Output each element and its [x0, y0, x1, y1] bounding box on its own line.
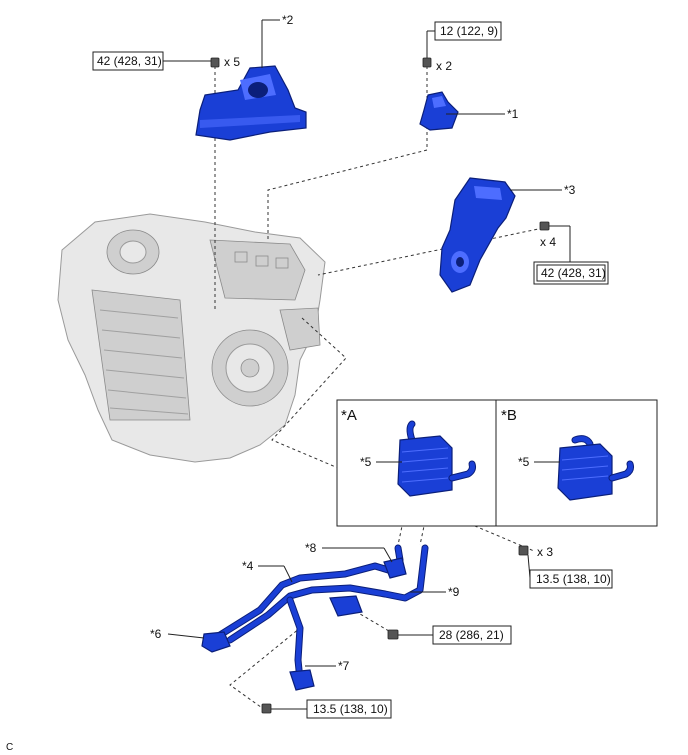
qty-top-right: x 2 — [436, 59, 452, 73]
qty-top-left: x 5 — [224, 55, 240, 69]
torque-pipe-mid: 28 (286, 21) — [439, 628, 504, 642]
part-label-6: *6 — [150, 627, 162, 641]
qty-pipe-right: x 3 — [537, 545, 553, 559]
torque-pipe-right: 13.5 (138, 10) — [536, 572, 611, 586]
bolt-icon — [210, 57, 220, 68]
part-label-8: *8 — [305, 541, 317, 555]
bolt-icon — [518, 545, 529, 556]
pipe-end-8 — [383, 557, 407, 579]
transaxle-assembly — [57, 213, 326, 463]
torque-top-right: 12 (122, 9) — [440, 24, 498, 38]
part-label-3: *3 — [564, 183, 576, 197]
oil-cooler-a-part — [397, 420, 476, 497]
pipe-clamp — [329, 595, 363, 617]
part-label-7: *7 — [338, 659, 350, 673]
pipe-end-7 — [289, 669, 315, 691]
bolt-icon — [387, 629, 399, 640]
oil-cooler-pipe-assembly — [201, 544, 429, 691]
bracket-part — [419, 91, 459, 131]
torque-mid-right: 42 (428, 31) — [541, 266, 606, 280]
pipe-end-6 — [201, 631, 231, 653]
part-label-2: *2 — [282, 13, 294, 27]
part-label-1: *1 — [507, 107, 519, 121]
oil-cooler-b-part — [557, 435, 634, 501]
torque-callouts: 42 (428, 31) x 5 12 (122, 9) x 2 x 4 42 … — [92, 21, 613, 719]
qty-mid-right: x 4 — [540, 235, 556, 249]
bolt-icon — [422, 57, 432, 68]
mounting-bracket-part — [439, 177, 516, 293]
bolt-icon — [539, 221, 550, 231]
corner-code: C — [6, 742, 13, 753]
part-labels: *2 *1 *3 *5 *5 *4 *8 *9 *6 *7 — [150, 13, 576, 673]
engine-mount-part — [195, 65, 307, 141]
variant-label-a: *A — [341, 407, 357, 424]
torque-pipe-bottom: 13.5 (138, 10) — [313, 702, 388, 716]
part-label-5b: *5 — [518, 455, 530, 469]
part-label-5a: *5 — [360, 455, 372, 469]
bolt-icon — [261, 703, 272, 714]
torque-top-left: 42 (428, 31) — [97, 54, 162, 68]
part-label-4: *4 — [242, 559, 254, 573]
part-label-9: *9 — [448, 585, 460, 599]
variant-label-b: *B — [501, 407, 517, 424]
